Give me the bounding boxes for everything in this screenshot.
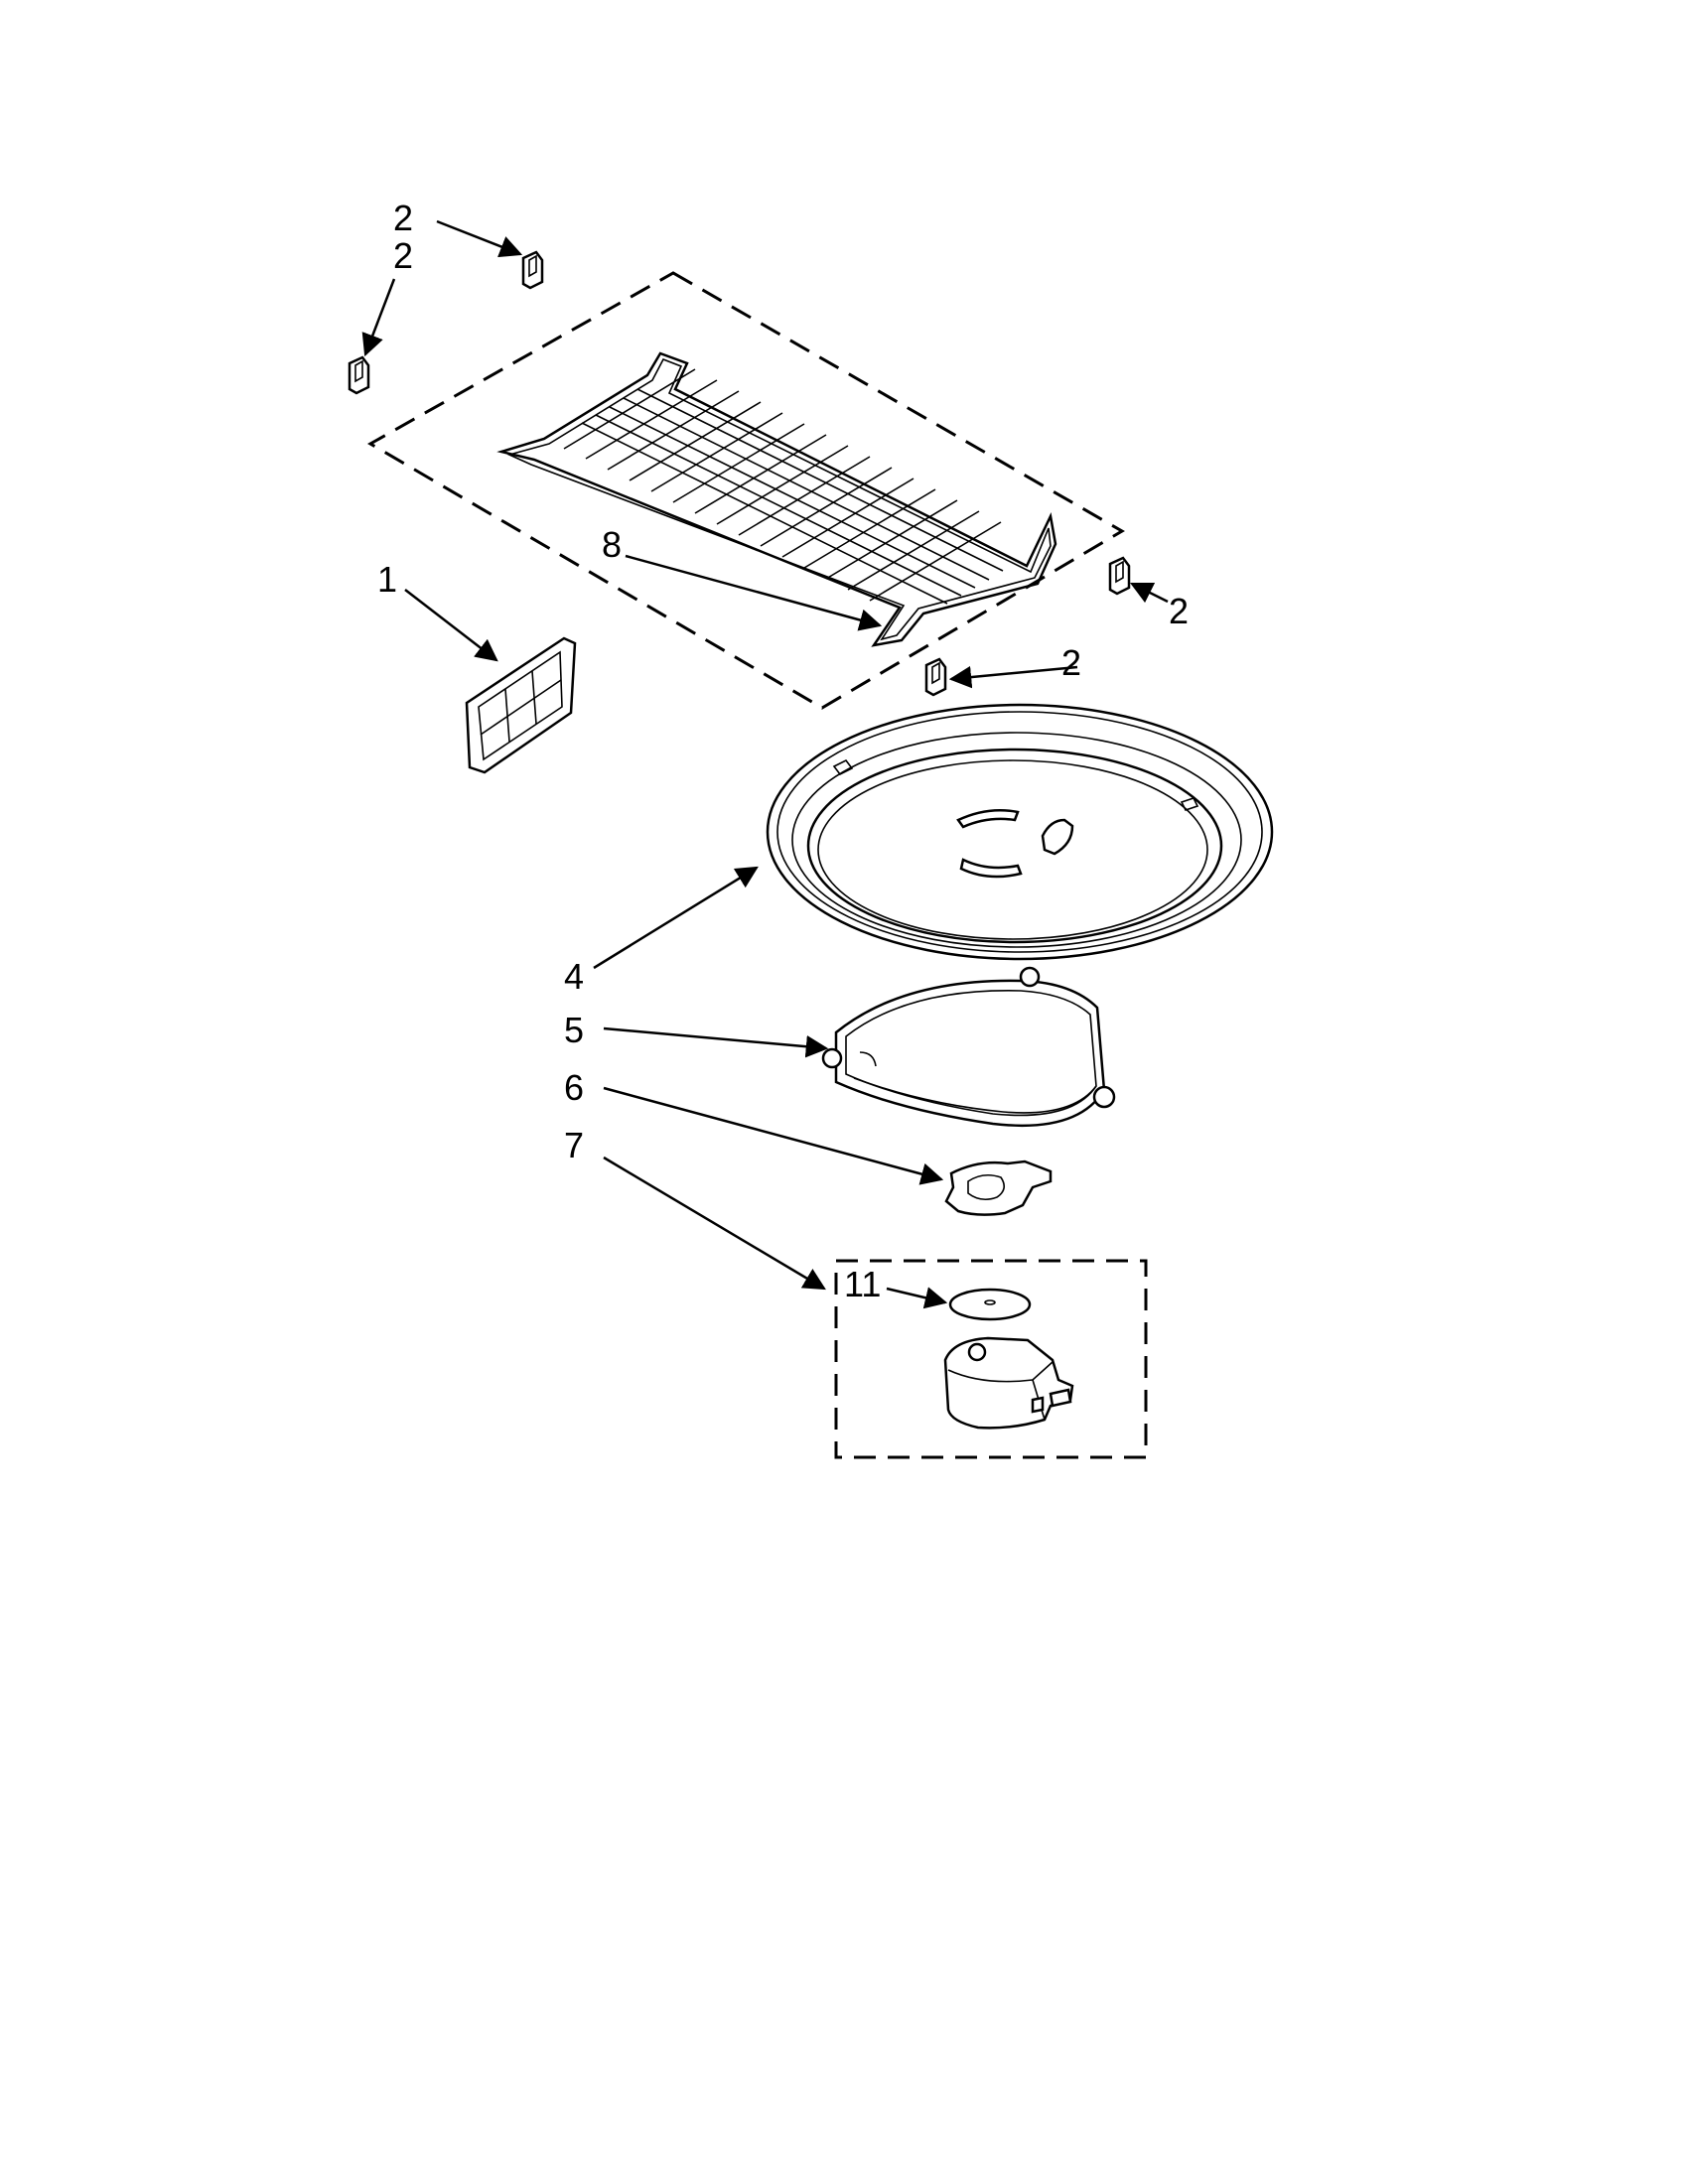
rack-support-clip-icon[interactable]: [521, 250, 544, 290]
filter-grille-icon[interactable]: [465, 636, 577, 774]
callout-1: 1: [377, 559, 397, 600]
turntable-motor-icon[interactable]: [943, 1336, 1074, 1430]
callout-11: 11: [844, 1264, 881, 1304]
rack-support-clip-icon[interactable]: [348, 355, 370, 395]
wire-rack-icon[interactable]: [496, 351, 1057, 647]
callout-2: 2: [1169, 591, 1189, 631]
motor-kit-outline: [834, 1259, 1148, 1459]
callout-4: 4: [564, 956, 584, 997]
rack-support-clip-icon[interactable]: [1108, 556, 1131, 596]
turntable-roller-ring-icon[interactable]: [821, 966, 1116, 1128]
callout-2: 2: [393, 235, 413, 276]
glass-turntable-tray-icon[interactable]: [766, 703, 1274, 961]
callout-2: 2: [393, 198, 413, 238]
motor-washer-icon[interactable]: [948, 1288, 1032, 1321]
turntable-coupler-icon[interactable]: [944, 1160, 1053, 1216]
rack-support-clip-icon[interactable]: [924, 657, 947, 697]
callout-6: 6: [564, 1067, 584, 1108]
callout-7: 7: [564, 1125, 584, 1165]
callout-5: 5: [564, 1010, 584, 1050]
rack-group-outline: [366, 271, 1125, 710]
callout-8: 8: [602, 524, 622, 565]
callout-2: 2: [1061, 642, 1081, 683]
leader-lines: [361, 219, 1169, 1309]
